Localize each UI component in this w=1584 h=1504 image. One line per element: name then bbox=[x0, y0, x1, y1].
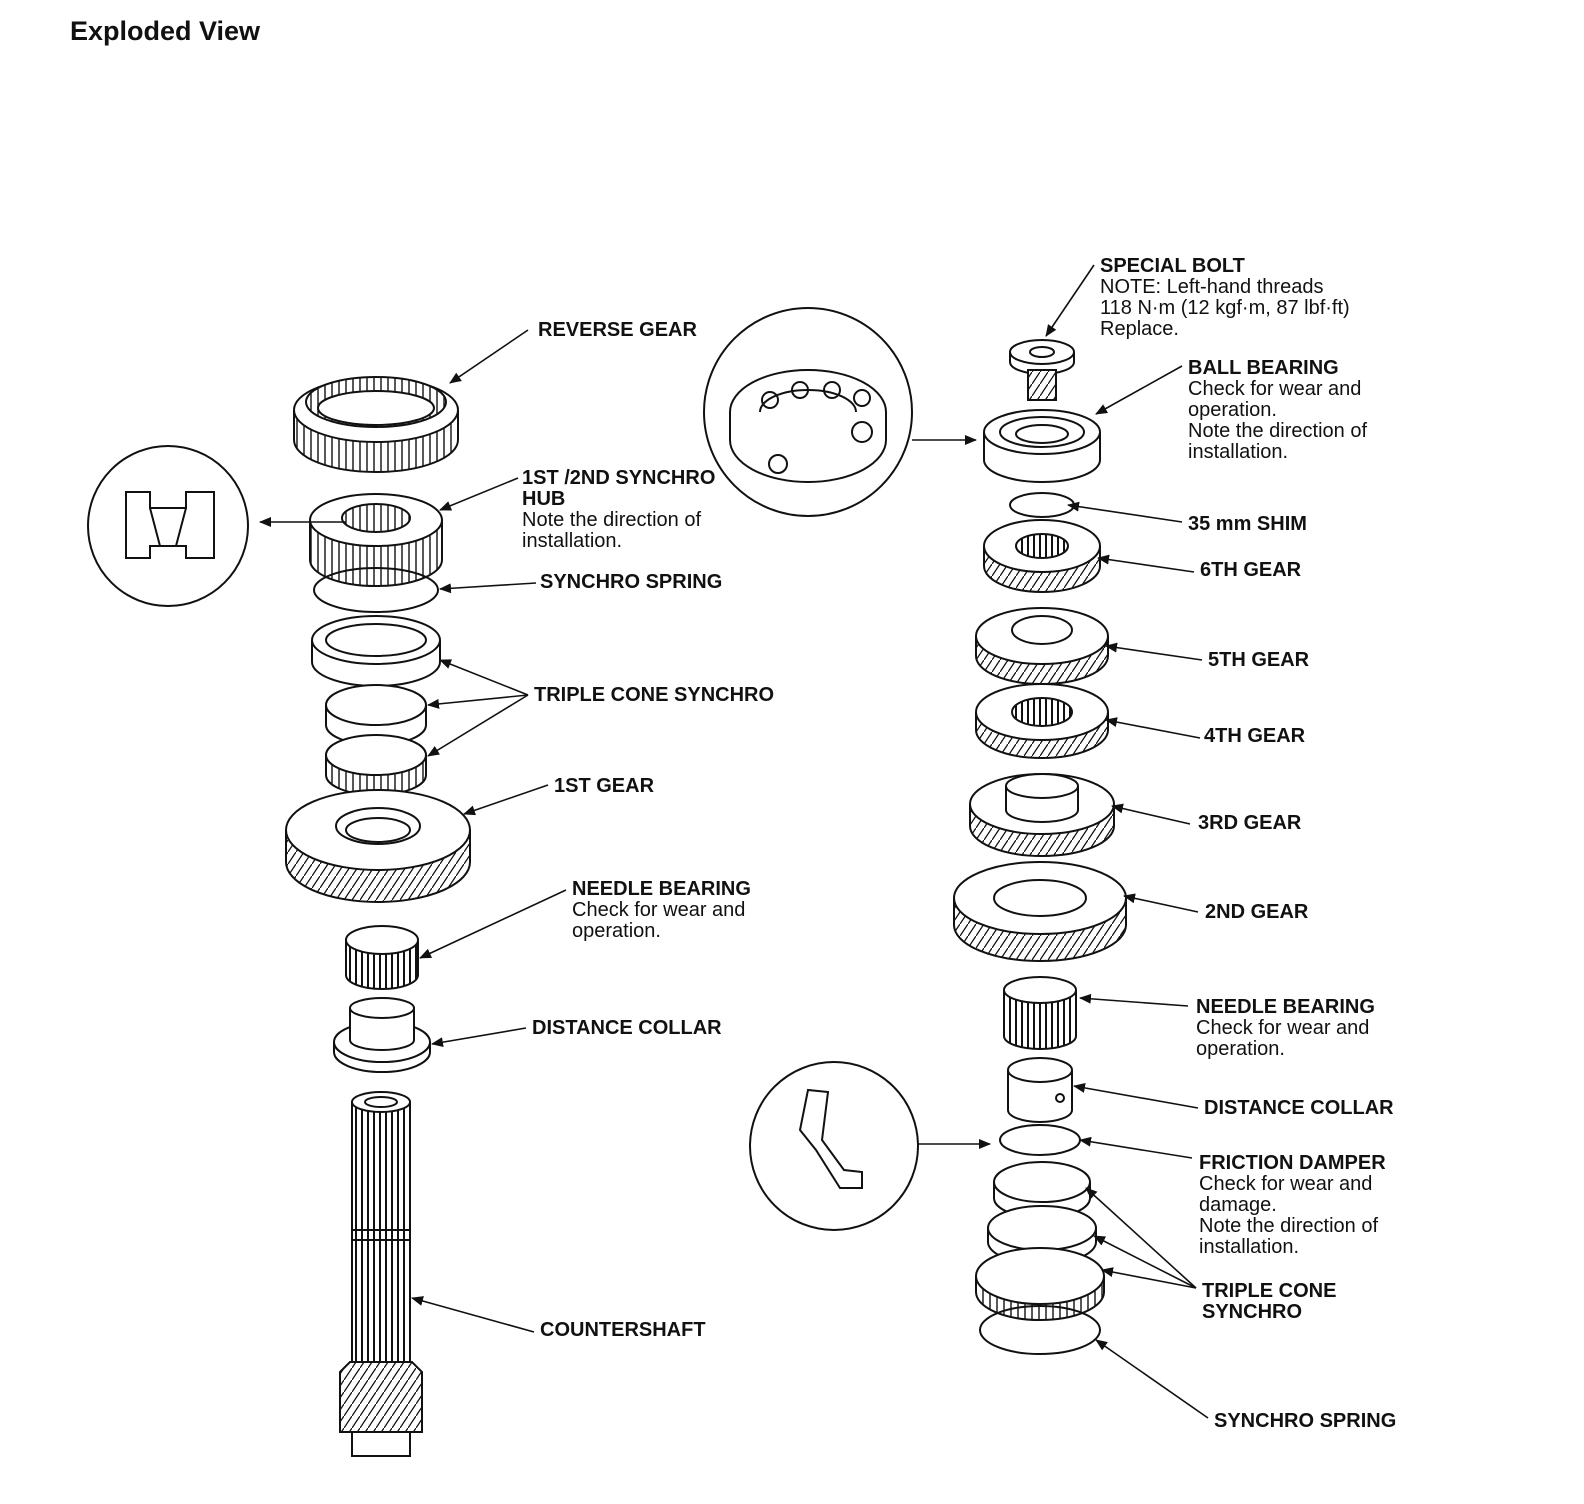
label-shim: 35 mm SHIM bbox=[1188, 513, 1307, 535]
ball-bearing-part bbox=[983, 409, 1101, 483]
bearing-detail-circle bbox=[703, 307, 913, 517]
right-distance-collar-part bbox=[1007, 1057, 1073, 1123]
shim-part bbox=[1009, 492, 1075, 518]
label-sixth-gear: 6TH GEAR bbox=[1200, 559, 1302, 581]
sixth-gear-part bbox=[983, 519, 1101, 593]
label-friction-damper: FRICTION DAMPER Check for wear and damag… bbox=[1199, 1152, 1386, 1258]
right-triple-cone-synchro-part bbox=[975, 1161, 1105, 1321]
label-first-gear: 1ST GEAR bbox=[554, 775, 655, 797]
label-right-needle-bearing: NEEDLE BEARING Check for wear and operat… bbox=[1196, 996, 1375, 1060]
reverse-gear-part bbox=[293, 376, 459, 473]
label-synchro-hub: 1ST /2ND SYNCHRO HUB Note the direction … bbox=[522, 467, 716, 552]
label-needle-bearing: NEEDLE BEARING Check for wear and operat… bbox=[572, 878, 751, 942]
label-fourth-gear: 4TH GEAR bbox=[1204, 725, 1306, 747]
third-gear-part bbox=[969, 773, 1115, 857]
label-right-distance-collar: DISTANCE COLLAR bbox=[1204, 1097, 1394, 1119]
first-gear-part bbox=[285, 789, 471, 903]
label-ball-bearing: BALL BEARING Check for wear and operatio… bbox=[1188, 357, 1367, 463]
damper-detail-circle bbox=[749, 1061, 919, 1231]
fifth-gear-part bbox=[975, 607, 1109, 685]
special-bolt-part bbox=[1009, 339, 1075, 401]
friction-damper-part bbox=[999, 1124, 1081, 1156]
triple-cone-synchro-part bbox=[311, 615, 441, 796]
label-triple-cone-synchro: TRIPLE CONE SYNCHRO bbox=[534, 684, 775, 706]
label-third-gear: 3RD GEAR bbox=[1198, 812, 1302, 834]
label-second-gear: 2ND GEAR bbox=[1205, 901, 1309, 923]
right-needle-bearing-part bbox=[1003, 976, 1077, 1050]
label-special-bolt: SPECIAL BOLT NOTE: Left-hand threads 118… bbox=[1100, 255, 1350, 340]
label-right-triple-cone-synchro: TRIPLE CONE SYNCHRO bbox=[1202, 1280, 1337, 1323]
label-distance-collar: DISTANCE COLLAR bbox=[532, 1017, 722, 1039]
distance-collar-part bbox=[333, 997, 431, 1073]
second-gear-part bbox=[953, 861, 1127, 962]
label-countershaft: COUNTERSHAFT bbox=[540, 1319, 706, 1341]
fourth-gear-part bbox=[975, 683, 1109, 759]
synchro-hub-part bbox=[309, 493, 443, 587]
hub-detail-circle bbox=[87, 445, 249, 607]
countershaft-part bbox=[339, 1091, 423, 1457]
label-right-synchro-spring: SYNCHRO SPRING bbox=[1214, 1410, 1397, 1432]
page-title: Exploded View bbox=[70, 16, 261, 46]
label-synchro-spring: SYNCHRO SPRING bbox=[540, 571, 723, 593]
needle-bearing-part bbox=[345, 925, 419, 990]
synchro-spring-part bbox=[313, 567, 439, 613]
label-reverse-gear: REVERSE GEAR bbox=[538, 319, 697, 341]
right-synchro-spring-part bbox=[979, 1305, 1101, 1355]
label-fifth-gear: 5TH GEAR bbox=[1208, 649, 1310, 671]
